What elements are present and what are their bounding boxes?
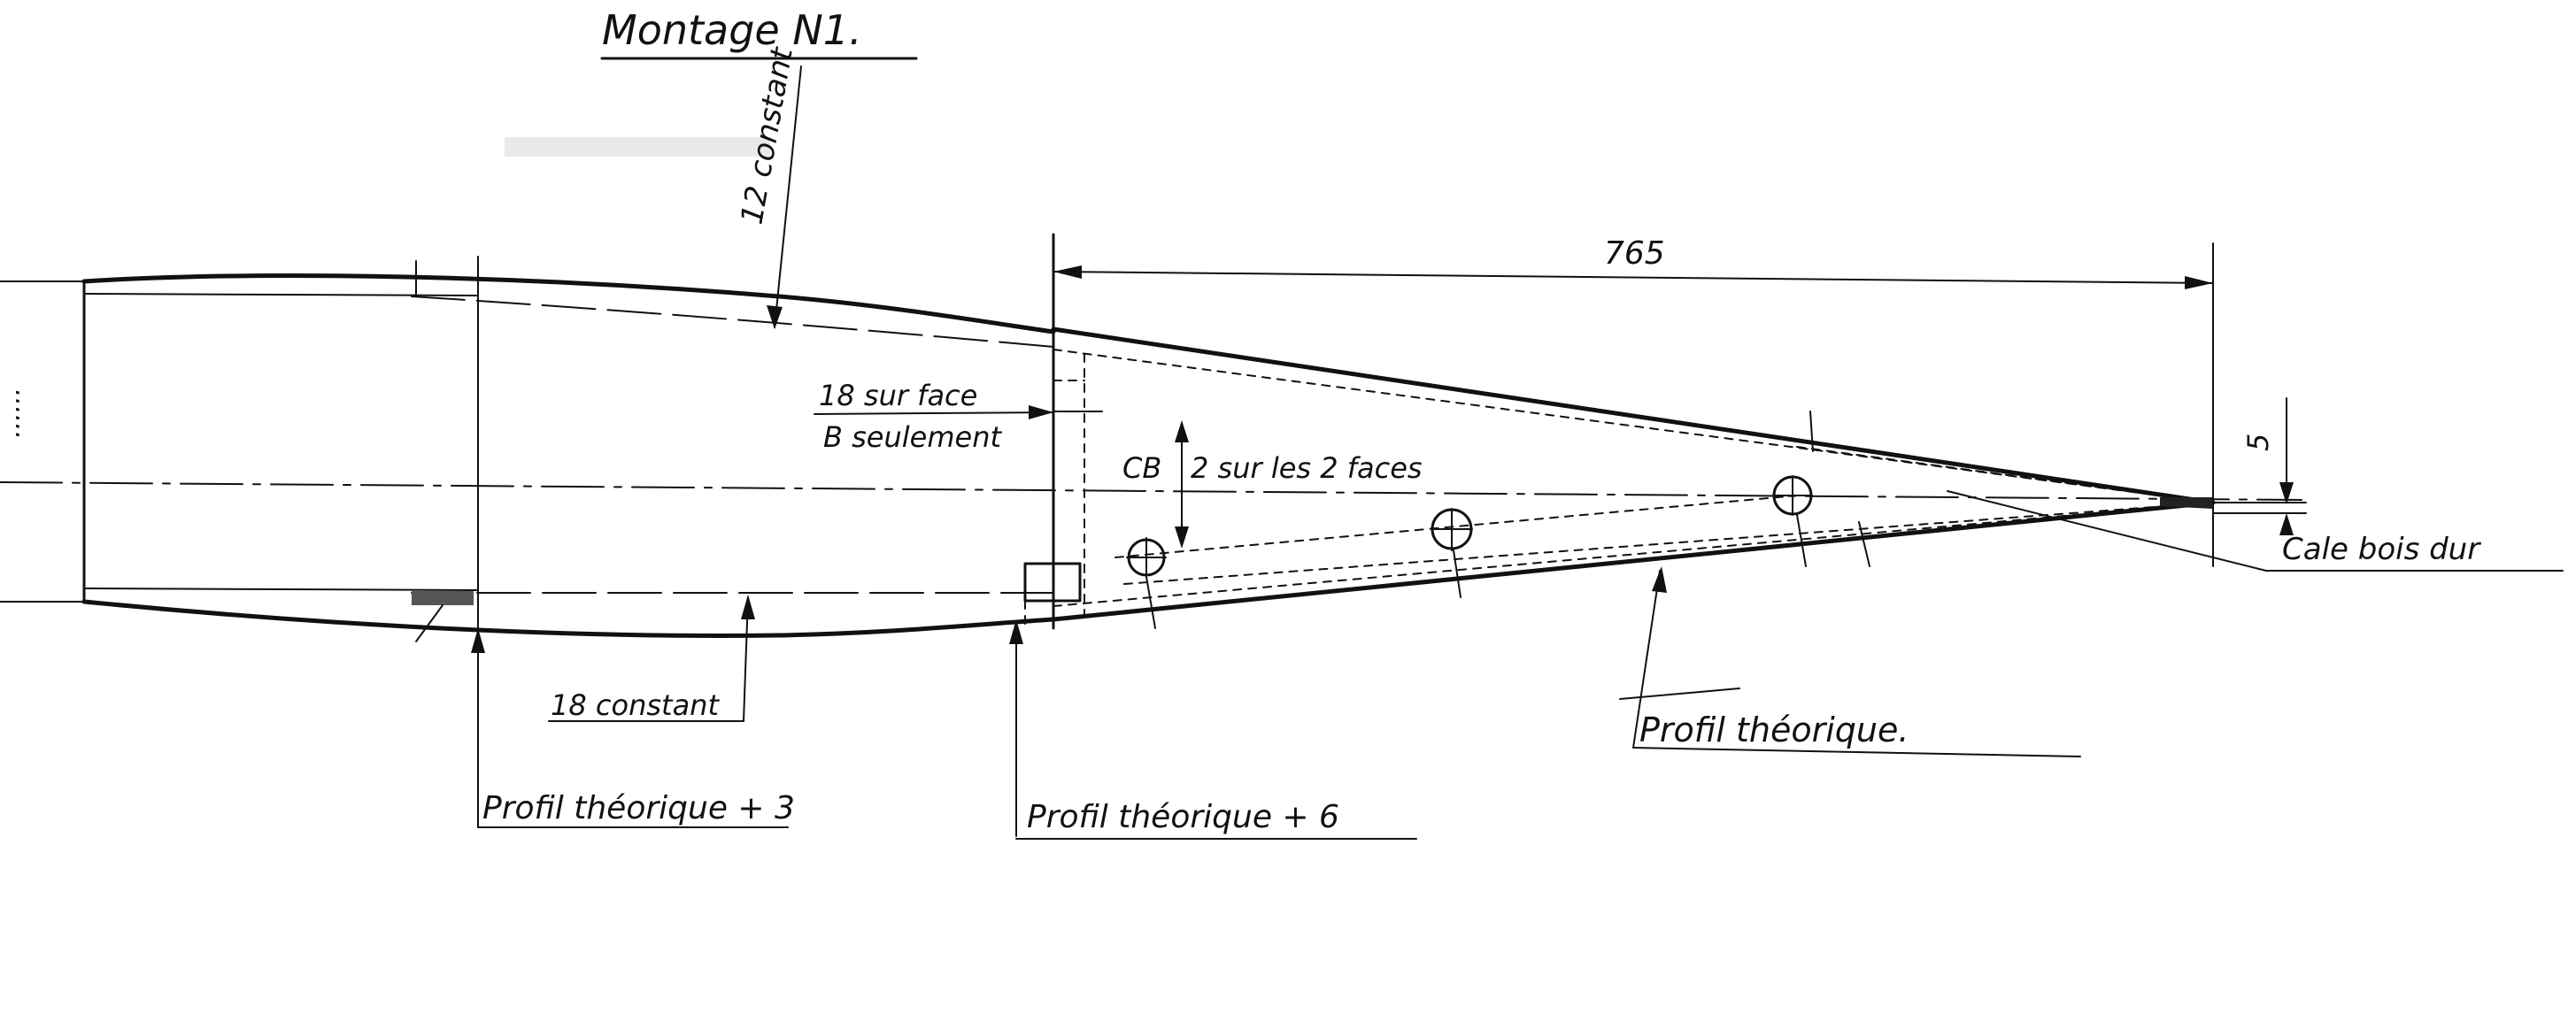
underline-profile-theoretical [1632,747,2081,757]
taper-mid-dashed-2 [1123,502,2214,585]
hatch-leader [415,604,443,642]
hole-1-tail [1145,576,1156,629]
taper-bottom-edge [1051,500,2216,622]
inner-top-line [83,293,479,296]
dim-765-line [1053,271,2214,284]
hatch-block [412,591,474,605]
hole-3-tick-right [1858,521,1870,567]
hole-2-tail [1453,549,1462,598]
dim-765-label: 765 [1604,235,1665,272]
hole-3-tail [1796,514,1807,567]
profile-theoretical-over [1619,688,1740,700]
dim-765-arrow-right [2185,276,2213,289]
dim-765-arrow-left [1053,265,1082,279]
label-face-line1: 18 sur face [819,379,977,412]
dim-5-arrow-bottom [2279,513,2294,535]
taper-top-edge [1051,326,2216,505]
label-profile-plus3: Profil théorique + 3 [482,790,795,826]
square-block [1023,562,1082,603]
arrow-plus3 [471,628,485,653]
inner-bottom-line [83,588,479,591]
taper-mid-dashed [1114,495,1798,558]
label-shim: Cale bois dur [2282,532,2481,567]
label-two-faces: 2 sur les 2 faces [1191,451,1423,485]
hole-3-tick-top [1809,411,1814,452]
leader-12-constant [774,65,802,328]
drawing-title: Montage N1. [602,6,862,54]
dim-5-label: 5 [2241,434,2275,451]
scan-smudge [505,137,770,157]
cb-arrow-top [1175,420,1189,442]
outline-top-curve [81,273,1056,334]
label-profile-theoretical: Profil théorique. [1639,711,1909,749]
inner-top-longdash [411,296,1054,348]
taper-top-dashed [1053,349,2214,503]
dim-5-arrow-top [2279,482,2294,504]
tip-shim [2160,497,2213,509]
arrow-12-constant [767,305,783,329]
face-arrow [1029,405,1053,419]
arrow-plus6 [1009,619,1023,644]
leader-profile-theoretical [1632,570,1661,749]
taper-inner-dashed [1796,446,2214,503]
label-profile-plus6: Profil théorique + 6 [1027,799,1339,835]
label-cb: CB [1122,451,1161,485]
cb-arrow-bottom [1175,526,1189,549]
arrow-18-constant [741,595,755,619]
face-line1-underline [814,411,1054,415]
centre-line [0,481,2302,501]
outline-bottom-curve [81,599,1056,638]
taper-bottom-dashed [1053,502,2214,607]
left-edge-text: ...... [9,389,40,440]
arrow-profile-theoretical [1652,566,1667,593]
label-18-constant: 18 constant [551,688,720,722]
label-12-constant: 12 constant [734,43,800,227]
label-face-line2: B seulement [823,420,1002,454]
